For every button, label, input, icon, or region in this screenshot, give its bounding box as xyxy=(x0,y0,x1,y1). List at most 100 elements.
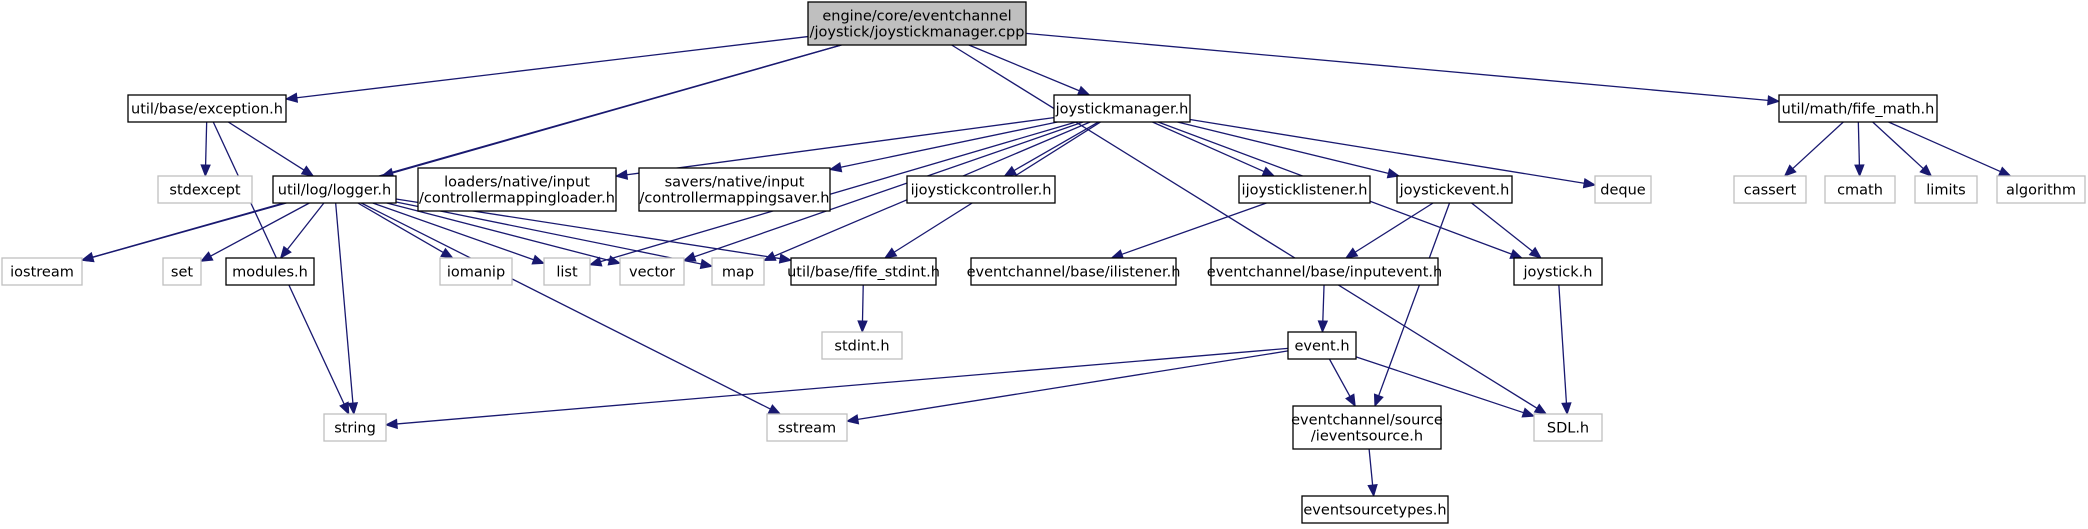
node-box xyxy=(790,257,937,286)
arrow-head xyxy=(1261,166,1276,177)
edge-root-to-sdl xyxy=(951,44,1548,415)
node-event[interactable]: event.h xyxy=(1287,331,1357,360)
node-logger[interactable]: util/log/logger.h xyxy=(272,175,397,204)
arrow-head xyxy=(1521,407,1536,418)
node-inputevent[interactable]: eventchannel/base/inputevent.h xyxy=(1207,257,1442,286)
node-label: cmath xyxy=(1837,183,1883,199)
edge-line xyxy=(968,44,1080,92)
node-label: ijoysticklistener.h xyxy=(1242,183,1368,199)
edge-line xyxy=(1857,121,1861,166)
node-joystickmanager-h[interactable]: joystickmanager.h xyxy=(1053,94,1191,123)
node-label: sstream xyxy=(778,421,836,437)
node-box xyxy=(1824,175,1896,204)
node-deque: deque xyxy=(1594,175,1652,204)
arrow-head xyxy=(778,253,793,264)
edge-line xyxy=(386,202,610,262)
arrow-head xyxy=(1582,177,1597,189)
arrow-head xyxy=(857,320,868,334)
edge-joystickevent-to-inputevent xyxy=(1344,202,1434,259)
node-box xyxy=(619,257,685,286)
node-label: list xyxy=(556,265,578,281)
edge-line xyxy=(1471,202,1533,252)
node-label: util/base/exception.h xyxy=(131,102,283,118)
node-string: string xyxy=(323,413,387,442)
node-ijoystickcontroller[interactable]: ijoystickcontroller.h xyxy=(906,175,1056,204)
edge-root-to-joystickmanager_h xyxy=(968,44,1091,96)
node-fife-stdint[interactable]: util/base/fife_stdint.h xyxy=(787,257,940,286)
edge-line xyxy=(1378,202,1451,396)
node-eventsourcetypes[interactable]: eventsourcetypes.h xyxy=(1301,495,1449,524)
node-label: vector xyxy=(629,265,675,281)
edge-line xyxy=(395,201,702,265)
node-label: /controllermappingloader.h xyxy=(419,191,615,207)
node-label: modules.h xyxy=(232,265,308,281)
node-label: iostream xyxy=(10,265,74,281)
node-label: util/math/fife_math.h xyxy=(1782,102,1935,118)
arrow-head xyxy=(1367,484,1378,498)
node-iostream: iostream xyxy=(1,257,83,286)
node-ilistener[interactable]: eventchannel/base/ilistener.h xyxy=(967,257,1181,286)
node-label: iomanip xyxy=(447,265,505,281)
edge-ieventsource-to-eventsourcetypes xyxy=(1367,448,1378,498)
node-vector: vector xyxy=(619,257,685,286)
node-saver[interactable]: savers/native/input/controllermappingsav… xyxy=(638,167,831,212)
arrow-head xyxy=(279,245,292,260)
node-box xyxy=(711,257,765,286)
node-limits: limits xyxy=(1914,175,1978,204)
node-joystick-h[interactable]: joystick.h xyxy=(1513,257,1603,286)
node-box xyxy=(323,413,387,442)
arrow-head xyxy=(1373,393,1384,408)
arrow-head xyxy=(284,92,299,103)
edge-line xyxy=(210,202,310,257)
node-label: savers/native/input xyxy=(665,175,805,191)
node-stdexcept: stdexcept xyxy=(157,175,253,204)
node-modules[interactable]: modules.h xyxy=(225,257,315,286)
edge-line xyxy=(840,121,1058,168)
node-label: loaders/native/input xyxy=(444,175,590,191)
edge-exception-to-stdexcept xyxy=(200,121,211,178)
node-fife-math[interactable]: util/math/fife_math.h xyxy=(1778,94,1938,123)
edge-line xyxy=(1888,121,2001,173)
edge-event-to-sstream xyxy=(845,350,1289,425)
node-loader[interactable]: loaders/native/input/controllermappinglo… xyxy=(417,167,617,212)
node-box xyxy=(1210,257,1439,286)
edge-line xyxy=(357,202,444,254)
arrow-head xyxy=(1345,393,1356,408)
arrow-head xyxy=(1317,320,1329,334)
edge-line xyxy=(227,121,305,171)
edge-fife_math-to-cmath xyxy=(1854,121,1865,178)
node-exception[interactable]: util/base/exception.h xyxy=(127,94,287,123)
edge-joystickmanager_h-to-ijoystickcontroller xyxy=(1003,121,1099,177)
node-box xyxy=(1778,94,1938,123)
edge-joystickmanager_h-to-list xyxy=(588,121,1077,267)
node-box xyxy=(162,257,202,286)
edge-line xyxy=(204,121,208,166)
arrow-head xyxy=(1561,402,1572,416)
arrow-head xyxy=(1110,249,1125,260)
node-label: engine/core/eventchannel xyxy=(822,9,1011,25)
arrow-head xyxy=(699,258,714,270)
node-ieventsource[interactable]: eventchannel/source/ieventsource.h xyxy=(1291,405,1443,450)
node-joystickevent[interactable]: joystickevent.h xyxy=(1396,175,1513,204)
edge-logger-to-set xyxy=(199,202,310,262)
edge-line xyxy=(600,121,1077,263)
arrow-head xyxy=(1997,166,2012,177)
node-cassert: cassert xyxy=(1733,175,1807,204)
node-box xyxy=(1053,94,1191,123)
arrow-head xyxy=(828,162,843,173)
edge-joystickmanager_h-to-joystickevent xyxy=(1177,121,1401,179)
edge-line xyxy=(1177,121,1389,175)
node-root[interactable]: engine/core/eventchannel/joystick/joysti… xyxy=(807,1,1027,46)
node-ijoysticklistener[interactable]: ijoysticklistener.h xyxy=(1238,175,1371,204)
node-box xyxy=(1733,175,1807,204)
arrow-head xyxy=(440,247,454,259)
arrow-head xyxy=(682,251,697,262)
edge-event-to-sdl xyxy=(1355,356,1536,418)
edge-line xyxy=(1558,284,1568,404)
arrow-head xyxy=(384,418,398,430)
edge-line xyxy=(857,350,1289,421)
edge-event-to-string xyxy=(384,347,1289,430)
edge-inputevent-to-event xyxy=(1317,284,1329,334)
node-list: list xyxy=(543,257,591,286)
